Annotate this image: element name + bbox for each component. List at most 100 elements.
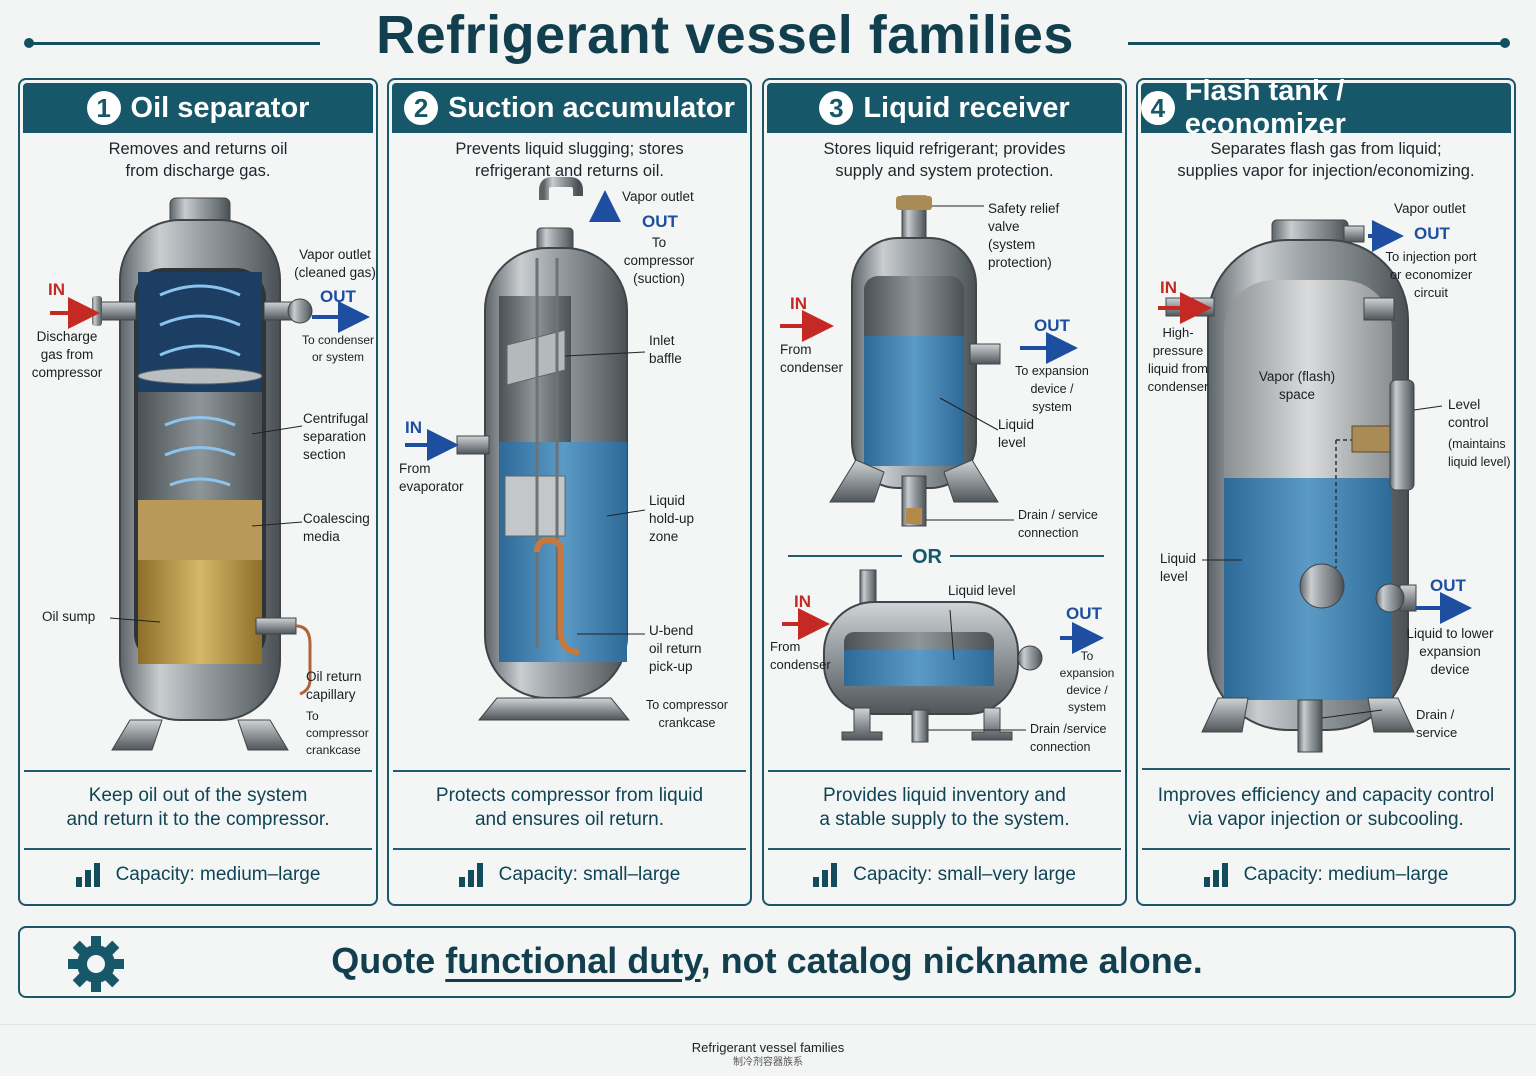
vapor-outlet-label: Vapor outlet <box>622 189 694 204</box>
desc-line: Removes and returns oil <box>108 140 288 158</box>
footer-message: Quote functional duty, not catalog nickn… <box>20 940 1514 982</box>
flash-tank-illustration <box>1158 219 1472 753</box>
label-line: media <box>303 529 340 544</box>
label-line: crankcase <box>658 716 716 730</box>
footer-text-post: , not catalog nickname alone. <box>700 940 1203 981</box>
page-title: Refrigerant vessel families <box>376 5 1074 65</box>
card-liquid-receiver: 3 Liquid receiver Stores liquid refriger… <box>762 78 1127 906</box>
label-line: liquid level) <box>1448 455 1511 469</box>
to-expansion-label: To expansion device / system <box>1052 648 1122 716</box>
to-crankcase-label: To compressor crankcase <box>643 696 731 732</box>
card-title: Liquid receiver <box>863 91 1070 124</box>
liquid-level-label: Liquid level <box>948 583 1016 598</box>
label-line: From <box>780 342 812 357</box>
label-line: Liquid to lower <box>1406 626 1494 641</box>
label-line: (cleaned gas) <box>294 265 376 280</box>
in-label: IN <box>790 294 807 313</box>
vapor-outlet-label: Vapor outlet <box>1394 201 1466 216</box>
label-line: From <box>399 461 431 476</box>
summary-line: a stable supply to the system. <box>819 809 1070 830</box>
label-line: or system <box>311 350 364 364</box>
to-crankcase-label: To compressor crankcase <box>306 708 376 759</box>
label-line: Centrifugal <box>303 411 369 426</box>
card-header: 4 Flash tank / economizer <box>1141 75 1511 140</box>
footer-banner: Quote functional duty, not catalog nickn… <box>18 926 1516 998</box>
label-line: Coalescing <box>303 511 370 526</box>
summary-line: Keep oil out of the system <box>88 785 308 806</box>
bar-chart-icon <box>75 863 100 887</box>
gear-icon <box>68 936 124 992</box>
label-line: Liquid <box>1160 551 1197 566</box>
level-control-label: Level control <box>1448 396 1489 432</box>
title-rule-right <box>1128 42 1506 45</box>
oil-separator-illustration <box>50 197 370 751</box>
oil-return-label: Oil return capillary <box>306 668 362 704</box>
label-line: (suction) <box>633 271 685 286</box>
out-label: OUT <box>1034 316 1070 335</box>
card-number-badge: 4 <box>1141 91 1175 125</box>
label-line: valve <box>988 219 1020 234</box>
coalescing-label: Coalescing media <box>303 510 370 546</box>
holdup-label: Liquid hold-up zone <box>649 492 694 546</box>
out-label: OUT <box>1430 576 1466 595</box>
desc-line: refrigerant and returns oil. <box>475 162 664 180</box>
label-line: From <box>770 639 801 654</box>
image-caption: Refrigerant vessel families <box>691 1040 845 1055</box>
card-title: Suction accumulator <box>448 91 735 124</box>
summary-line: Provides liquid inventory and <box>823 785 1066 806</box>
to-expansion-label: To expansion device / system <box>1014 362 1090 416</box>
label-line: To expansion <box>1059 649 1115 680</box>
label-line: oil return <box>649 641 702 656</box>
label-line: system <box>1032 400 1072 414</box>
label-line: Liquid <box>998 417 1035 432</box>
desc-line: supplies vapor for injection/economizing… <box>1177 162 1475 180</box>
or-divider-label: OR <box>912 546 942 568</box>
summary-line: and return it to the compressor. <box>66 809 330 830</box>
divider <box>768 770 1121 772</box>
label-line: Drain / service <box>1018 508 1098 522</box>
card-header: 1 Oil separator <box>23 83 373 133</box>
summary-line: via vapor injection or subcooling. <box>1188 809 1464 830</box>
divider <box>1142 768 1510 770</box>
label-line: zone <box>649 529 679 544</box>
desc-line: Stores liquid refrigerant; provides <box>823 140 1066 158</box>
label-line: To compressor <box>623 235 695 268</box>
label-line: evaporator <box>399 479 464 494</box>
label-line: Vapor outlet <box>299 247 371 262</box>
card-header: 2 Suction accumulator <box>392 83 747 133</box>
label-line: compressor <box>31 365 103 380</box>
from-condenser-label: From condenser <box>780 341 843 377</box>
label-line: level <box>1160 569 1188 584</box>
oil-sump-label: Oil sump <box>42 609 96 624</box>
summary-line: Protects compressor from liquid <box>435 785 704 806</box>
injection-label: To injection port or economizer circuit <box>1382 248 1480 302</box>
label-line: connection <box>1018 526 1079 540</box>
desc-line: supply and system protection. <box>835 162 1054 180</box>
hp-liquid-label: High-pressure liquid from condenser <box>1140 324 1216 396</box>
label-line: To compressor <box>306 709 369 740</box>
title-row: Refrigerant vessel families <box>0 0 1536 78</box>
divider <box>393 770 746 772</box>
to-lower-label: Liquid to lower expansion device <box>1402 625 1498 679</box>
label-line: High-pressure <box>1152 325 1204 358</box>
label-line: Drain / <box>1416 707 1455 722</box>
capacity-row: Capacity: small–very large <box>764 863 1125 887</box>
label-line: hold-up <box>649 511 695 526</box>
inlet-baffle-label: Inlet baffle <box>649 332 682 368</box>
out-label: OUT <box>320 287 356 306</box>
bar-chart-icon <box>813 863 838 887</box>
liquid-receiver-illustration <box>780 195 1104 743</box>
card-summary: Improves efficiency and capacity control… <box>1148 784 1504 832</box>
drain-label: Drain /service connection <box>1030 720 1106 756</box>
label-line: gas from <box>40 347 94 362</box>
to-compressor-label: To compressor (suction) <box>615 234 703 288</box>
label-line: control <box>1448 415 1489 430</box>
label-line: condenser <box>770 657 831 672</box>
label-line: To expansion <box>1015 364 1089 378</box>
divider <box>1142 848 1510 850</box>
flash-space-label: Vapor (flash) space <box>1254 368 1340 404</box>
card-description: Prevents liquid slugging; stores refrige… <box>399 138 740 182</box>
in-label: IN <box>1160 278 1177 297</box>
label-line: Level <box>1448 397 1481 412</box>
desc-line: Separates flash gas from liquid; <box>1210 140 1442 158</box>
